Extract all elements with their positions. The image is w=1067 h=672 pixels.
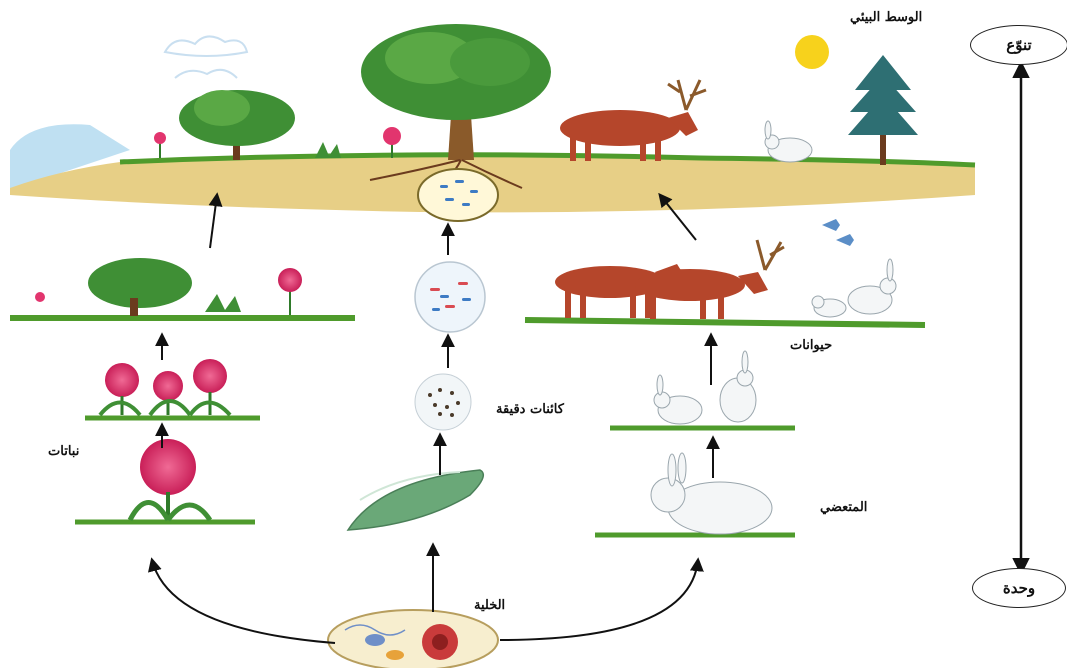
label-cell: الخلية (474, 598, 505, 613)
label-animals: حيوانات (790, 338, 832, 353)
rabbits-pair-icon (610, 351, 795, 428)
label-environment: الوسط البيئي (850, 10, 922, 25)
rabbit-single-icon (595, 453, 795, 535)
plants-scene (10, 258, 355, 318)
flowers-bunch-icon (85, 359, 260, 418)
label-microorganisms: كائنات دقيقة (496, 402, 564, 417)
tree-icon (179, 90, 295, 160)
microbes-dish-icon (415, 262, 485, 332)
deer-icon (560, 80, 706, 161)
fish-icon (822, 219, 854, 246)
arrow-cell-to-animals (500, 560, 698, 640)
pine-tree-icon (848, 55, 918, 165)
single-flower-icon (75, 439, 255, 522)
microbe-circle-icon (418, 169, 498, 221)
environment-scene (10, 24, 975, 221)
scale-bottom-oval: وحدة (972, 568, 1066, 608)
rabbit-icon (765, 121, 812, 162)
label-plants: نباتات (48, 444, 79, 459)
animals-scene (525, 219, 925, 325)
sun-icon (795, 35, 829, 69)
scale-top-oval: تنوّع (970, 25, 1067, 65)
cloud-icon (165, 36, 247, 78)
cell-icon (328, 610, 498, 668)
microbe-dots-icon (415, 374, 471, 430)
label-organism: المتعضي (820, 500, 867, 515)
protist-icon (348, 470, 483, 530)
arrow-cell-to-plants (152, 560, 335, 643)
